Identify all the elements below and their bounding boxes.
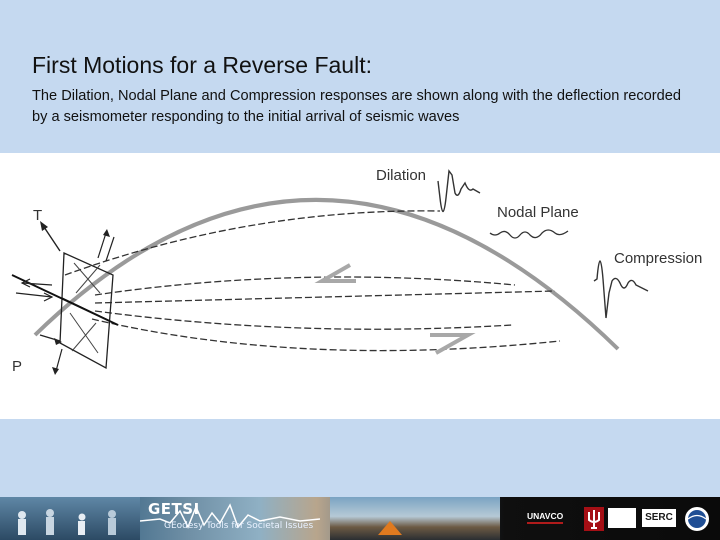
slide-title: First Motions for a Reverse Fault: xyxy=(32,52,372,78)
footer-tagline: GEodesy Tools for Societal Issues xyxy=(164,521,314,531)
dilation-seismogram xyxy=(437,169,481,213)
slide-subtitle: The Dilation, Nodal Plane and Compressio… xyxy=(32,88,681,125)
footer-people-silhouettes xyxy=(18,509,116,535)
dilation-label: Dilation xyxy=(376,167,426,184)
first-motion-diagram: Dilation Nodal Plane Compression T P xyxy=(0,153,720,419)
nodal-plane-label: Nodal Plane xyxy=(497,204,579,221)
ray-to-dilation xyxy=(64,210,441,276)
t-axis-label: T xyxy=(33,207,42,224)
t-axis-arrow-icon xyxy=(40,221,61,252)
ray-lower xyxy=(94,310,513,330)
footer-banner: GETSI GEodesy Tools for Societal Issues … xyxy=(0,497,720,540)
slip-pair-arrows-bottom xyxy=(52,348,63,375)
nodal-plane-seismogram xyxy=(489,229,569,239)
slide-header: First Motions for a Reverse Fault: The D… xyxy=(0,0,720,153)
ray-upper xyxy=(94,276,516,296)
footer-tent-icon xyxy=(378,521,402,535)
footer-photo-landscape xyxy=(330,497,500,540)
footer-brand: GETSI xyxy=(148,500,200,518)
slide-lower-band xyxy=(0,419,720,497)
fault-plane-line xyxy=(11,274,119,326)
unavco-logo: UNAVCO xyxy=(527,511,564,524)
slip-arrows xyxy=(15,278,54,302)
serc-logo: SERC xyxy=(642,509,676,527)
ray-nodal-plane xyxy=(94,290,556,304)
compression-label: Compression xyxy=(614,250,702,267)
compression-seismogram xyxy=(593,260,649,319)
outward-arrow-icon xyxy=(430,333,476,355)
diagram-svg: Dilation Nodal Plane Compression T P xyxy=(11,167,702,375)
partner-logo-box xyxy=(608,508,636,528)
slip-pair-arrows-top xyxy=(97,229,115,262)
iu-trident-icon xyxy=(584,507,604,531)
footer-seismogram-graphic xyxy=(140,503,320,529)
p-axis-label: P xyxy=(12,358,22,375)
p-axis-arrow-icon xyxy=(39,334,62,345)
inward-arrow-icon xyxy=(314,263,356,283)
nsf-seal-icon xyxy=(685,507,709,531)
ray-to-compression xyxy=(91,318,561,352)
wavefront-arc xyxy=(33,198,620,351)
